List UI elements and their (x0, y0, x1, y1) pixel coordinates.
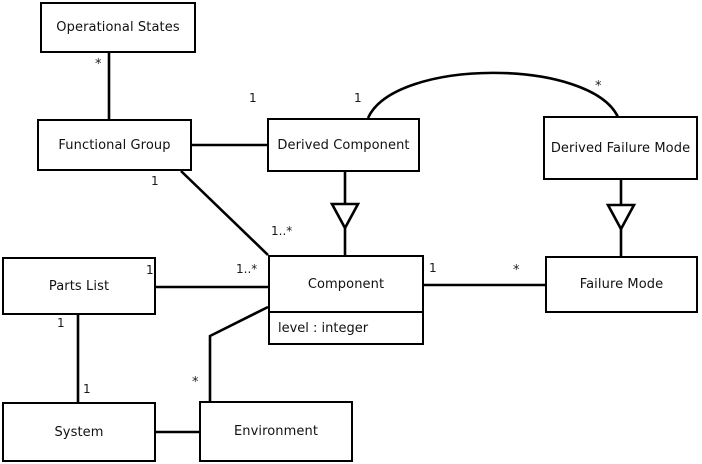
class-name-operational-states: Operational States (56, 20, 180, 35)
class-box-functional-group[interactable]: Functional Group (37, 119, 192, 171)
class-name-failure-mode: Failure Mode (579, 277, 664, 292)
class-box-derived-component[interactable]: Derived Component (267, 118, 420, 172)
class-box-parts-list[interactable]: Parts List (2, 257, 156, 315)
class-box-failure-mode[interactable]: Failure Mode (545, 256, 698, 313)
multiplicity-derived-component-arc: 1 (354, 91, 362, 105)
multiplicity-functional-group-component: 1 (151, 174, 159, 188)
multiplicity-operational-states-functional-group: * (95, 57, 102, 72)
class-name-environment: Environment (233, 424, 319, 439)
multiplicity-component-functional-group: 1..* (271, 224, 293, 238)
multiplicity-functional-group-derived-component: 1 (249, 91, 257, 105)
multiplicity-failure-mode-component: * (513, 263, 520, 278)
multiplicity-derived-failure-mode-arc: * (595, 79, 602, 94)
class-box-environment[interactable]: Environment (199, 401, 353, 462)
generalization-triangle-failure-mode (605, 203, 637, 232)
class-name-system: System (54, 424, 104, 440)
class-attribute-component-level: level : integer (270, 311, 422, 343)
class-box-operational-states[interactable]: Operational States (40, 2, 196, 53)
multiplicity-system-parts-list: 1 (83, 382, 91, 396)
class-name-derived-component: Derived Component (277, 137, 410, 153)
connector-component-environment (208, 305, 269, 401)
multiplicity-component-failure-mode: 1 (429, 261, 437, 275)
multiplicity-parts-list-component: 1 (146, 263, 154, 277)
class-box-component[interactable]: Component level : integer (268, 255, 424, 345)
class-name-parts-list: Parts List (48, 278, 110, 294)
connector-derived-component-derived-failure-mode (366, 71, 620, 119)
class-name-functional-group: Functional Group (58, 137, 171, 153)
multiplicity-parts-list-system: 1 (57, 316, 65, 330)
generalization-triangle-component (329, 202, 361, 231)
class-box-system[interactable]: System (2, 402, 156, 462)
class-name-derived-failure-mode: Derived Failure Mode (550, 140, 691, 156)
class-box-derived-failure-mode[interactable]: Derived Failure Mode (543, 116, 698, 180)
multiplicity-component-parts-list: 1..* (236, 262, 258, 276)
multiplicity-environment-component: * (192, 375, 199, 390)
connector-functional-group-component (180, 170, 269, 256)
class-name-component: Component (307, 276, 385, 292)
